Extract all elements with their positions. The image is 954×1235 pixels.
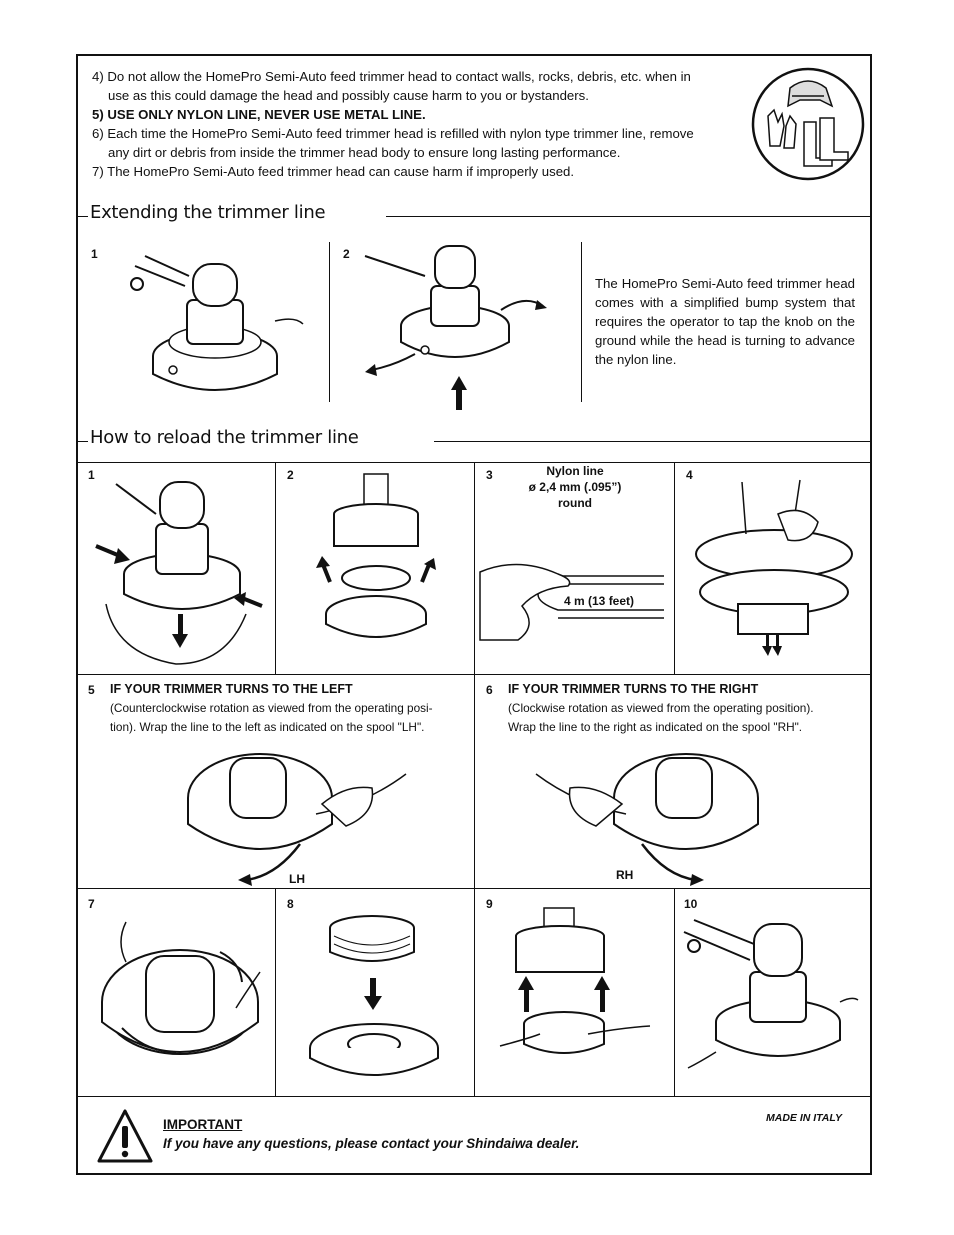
nylon-label-line1: Nylon line (546, 464, 604, 478)
warning-triangle-icon (97, 1109, 153, 1163)
reload-step-2: 2 (287, 468, 294, 482)
reload-step-9: 9 (486, 897, 493, 911)
reload-step-7: 7 (88, 897, 95, 911)
remove-cover-illustration (95, 481, 263, 665)
trimmer-head-illustration (130, 255, 304, 391)
warning-item-4: 4) Do not allow the HomePro Semi-Auto fe… (92, 69, 691, 84)
bump-illustration (364, 245, 547, 410)
length-label: 4 m (13 feet) (564, 594, 635, 608)
bump-description: The HomePro Semi-Auto feed trimmer head … (595, 276, 855, 367)
nylon-label-line2: ø 2,4 mm (.095”) (528, 480, 622, 494)
right-turn-body: (Clockwise rotation as viewed from the o… (508, 699, 858, 737)
section-tick (76, 441, 88, 442)
reload-step-10: 10 (684, 897, 698, 911)
line-measure-illustration (479, 563, 664, 641)
wind-left-illustration (187, 753, 407, 886)
grid-line (674, 462, 675, 674)
divider (581, 242, 582, 402)
warning-item-6-cont: any dirt or debris from inside the trimm… (108, 145, 621, 160)
made-in-label: MADE IN ITALY (766, 1112, 843, 1124)
warning-list: 4) Do not allow the HomePro Semi-Auto fe… (92, 67, 752, 181)
page-frame (76, 54, 872, 1175)
reload-step-3: 3 (486, 468, 493, 482)
grid-line (275, 888, 276, 1096)
reload-step-5: 5 (88, 683, 95, 697)
grid-line (76, 1096, 872, 1097)
reload-step-6: 6 (486, 683, 493, 697)
nylon-label-line3: round (558, 496, 592, 510)
right-turn-body-line1: (Clockwise rotation as viewed from the o… (508, 701, 814, 715)
extending-title: Extending the trimmer line (90, 202, 326, 223)
reload-step-8: 8 (287, 897, 294, 911)
reload-rule (434, 441, 872, 442)
wound-spool-illustration (101, 921, 261, 1055)
lh-label: LH (289, 872, 305, 886)
grid-line (275, 462, 276, 674)
divider (329, 242, 330, 402)
wind-right-illustration (535, 753, 759, 886)
warning-item-7: 7) The HomePro Semi-Auto feed trimmer he… (92, 164, 575, 179)
left-turn-body-line1: (Counterclockwise rotation as viewed fro… (110, 701, 433, 715)
safety-gear-icon (751, 67, 865, 181)
section-tick (76, 216, 88, 217)
grid-line (474, 462, 475, 1096)
warning-item-4-cont: use as this could damage the head and po… (108, 88, 589, 103)
right-turn-body-line2: Wrap the line to the right as indicated … (508, 720, 803, 734)
extend-step-1: 1 (91, 247, 98, 261)
right-turn-title: IF YOUR TRIMMER TURNS TO THE RIGHT (508, 682, 759, 696)
left-turn-body: (Counterclockwise rotation as viewed fro… (110, 699, 460, 737)
reload-step-1: 1 (88, 468, 95, 482)
grid-line (674, 888, 675, 1096)
extending-rule (386, 216, 872, 217)
reload-title: How to reload the trimmer line (90, 427, 359, 448)
nylon-line-label: Nylon line ø 2,4 mm (.095”) round (520, 463, 630, 511)
left-turn-body-line2: tion). Wrap the line to the left as indi… (110, 720, 425, 734)
important-message: If you have any questions, please contac… (163, 1136, 580, 1151)
warning-item-6: 6) Each time the HomePro Semi-Auto feed … (92, 126, 694, 141)
insert-spool-illustration (309, 915, 439, 1076)
left-turn-title: IF YOUR TRIMMER TURNS TO THE LEFT (110, 682, 353, 696)
spool-separate-illustration (695, 479, 853, 656)
important-heading: IMPORTANT (163, 1117, 243, 1132)
replace-cover-illustration (499, 907, 651, 1054)
rh-label: RH (616, 868, 634, 882)
assembled-head-illustration (683, 919, 859, 1069)
reload-step-4: 4 (686, 468, 693, 482)
extend-step-2: 2 (343, 247, 350, 261)
warning-item-5: 5) USE ONLY NYLON LINE, NEVER USE METAL … (92, 107, 426, 122)
cover-lift-illustration (316, 473, 436, 638)
